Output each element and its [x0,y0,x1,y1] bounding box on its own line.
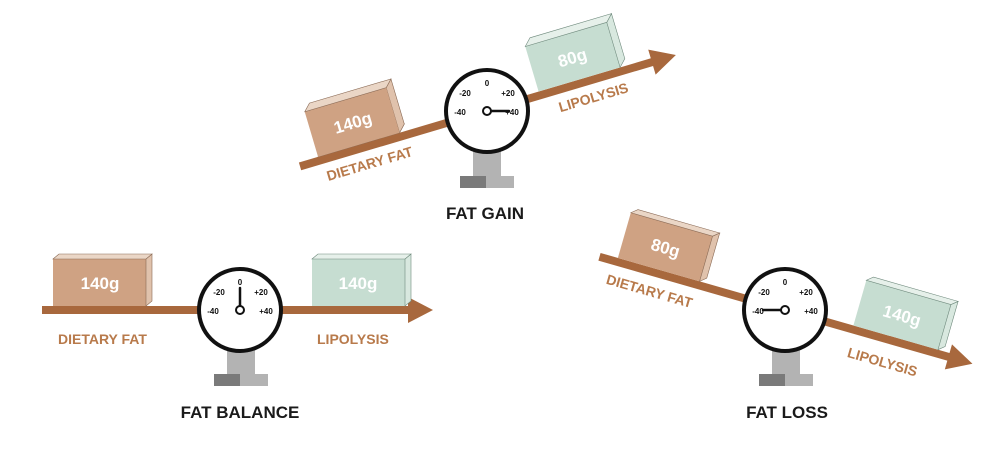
svg-text:0: 0 [485,79,490,88]
panel-fat-gain: 140g DIETARY FAT 80g LIPOLYSIS 0 -20 +20… [298,12,676,223]
svg-text:+40: +40 [259,307,273,316]
svg-text:+20: +20 [501,89,515,98]
svg-text:-20: -20 [213,288,225,297]
svg-text:-40: -40 [752,307,764,316]
panel-title: FAT GAIN [446,204,524,223]
lipolysis-box: 140g [311,253,412,307]
svg-text:+40: +40 [804,307,818,316]
svg-text:-20: -20 [758,288,770,297]
panel-title: FAT BALANCE [181,403,300,422]
dietary-fat-box: 140g [304,78,405,158]
dietary-fat-value: 140g [81,274,120,293]
svg-text:0: 0 [238,278,243,287]
svg-text:+40: +40 [505,108,519,117]
gauge-ticks: 0 -20 +20 -40 +40 [454,79,519,117]
svg-text:-40: -40 [207,307,219,316]
svg-text:0: 0 [783,278,788,287]
svg-text:+20: +20 [254,288,268,297]
gauge-ticks: 0 -20 +20 -40 +40 [207,278,273,316]
dietary-fat-box: 80g [617,209,721,282]
svg-text:-40: -40 [454,108,466,117]
svg-text:-20: -20 [459,89,471,98]
lipolysis-value: 140g [339,274,378,293]
gauge-ticks: 0 -20 +20 -40 +40 [752,278,818,316]
panel-fat-balance: 140g DIETARY FAT 140g LIPOLYSIS 0 -20 +2… [42,253,433,422]
lipolysis-label: LIPOLYSIS [846,344,919,379]
svg-text:+20: +20 [799,288,813,297]
lipolysis-box: 80g [524,12,626,92]
lipolysis-label: LIPOLYSIS [317,331,389,347]
gauge: 0 -20 +20 -40 +40 [197,267,283,386]
gauge: 0 -20 +20 -40 +40 [742,267,828,386]
dietary-fat-label: DIETARY FAT [58,331,147,347]
gauge: 0 -20 +20 -40 +40 [444,68,530,188]
panel-fat-loss: 80g DIETARY FAT 140g LIPOLYSIS 0 -20 +20… [598,209,973,422]
dietary-fat-box: 140g [52,253,153,307]
panel-title: FAT LOSS [746,403,828,422]
lipolysis-box: 140g [853,276,959,351]
